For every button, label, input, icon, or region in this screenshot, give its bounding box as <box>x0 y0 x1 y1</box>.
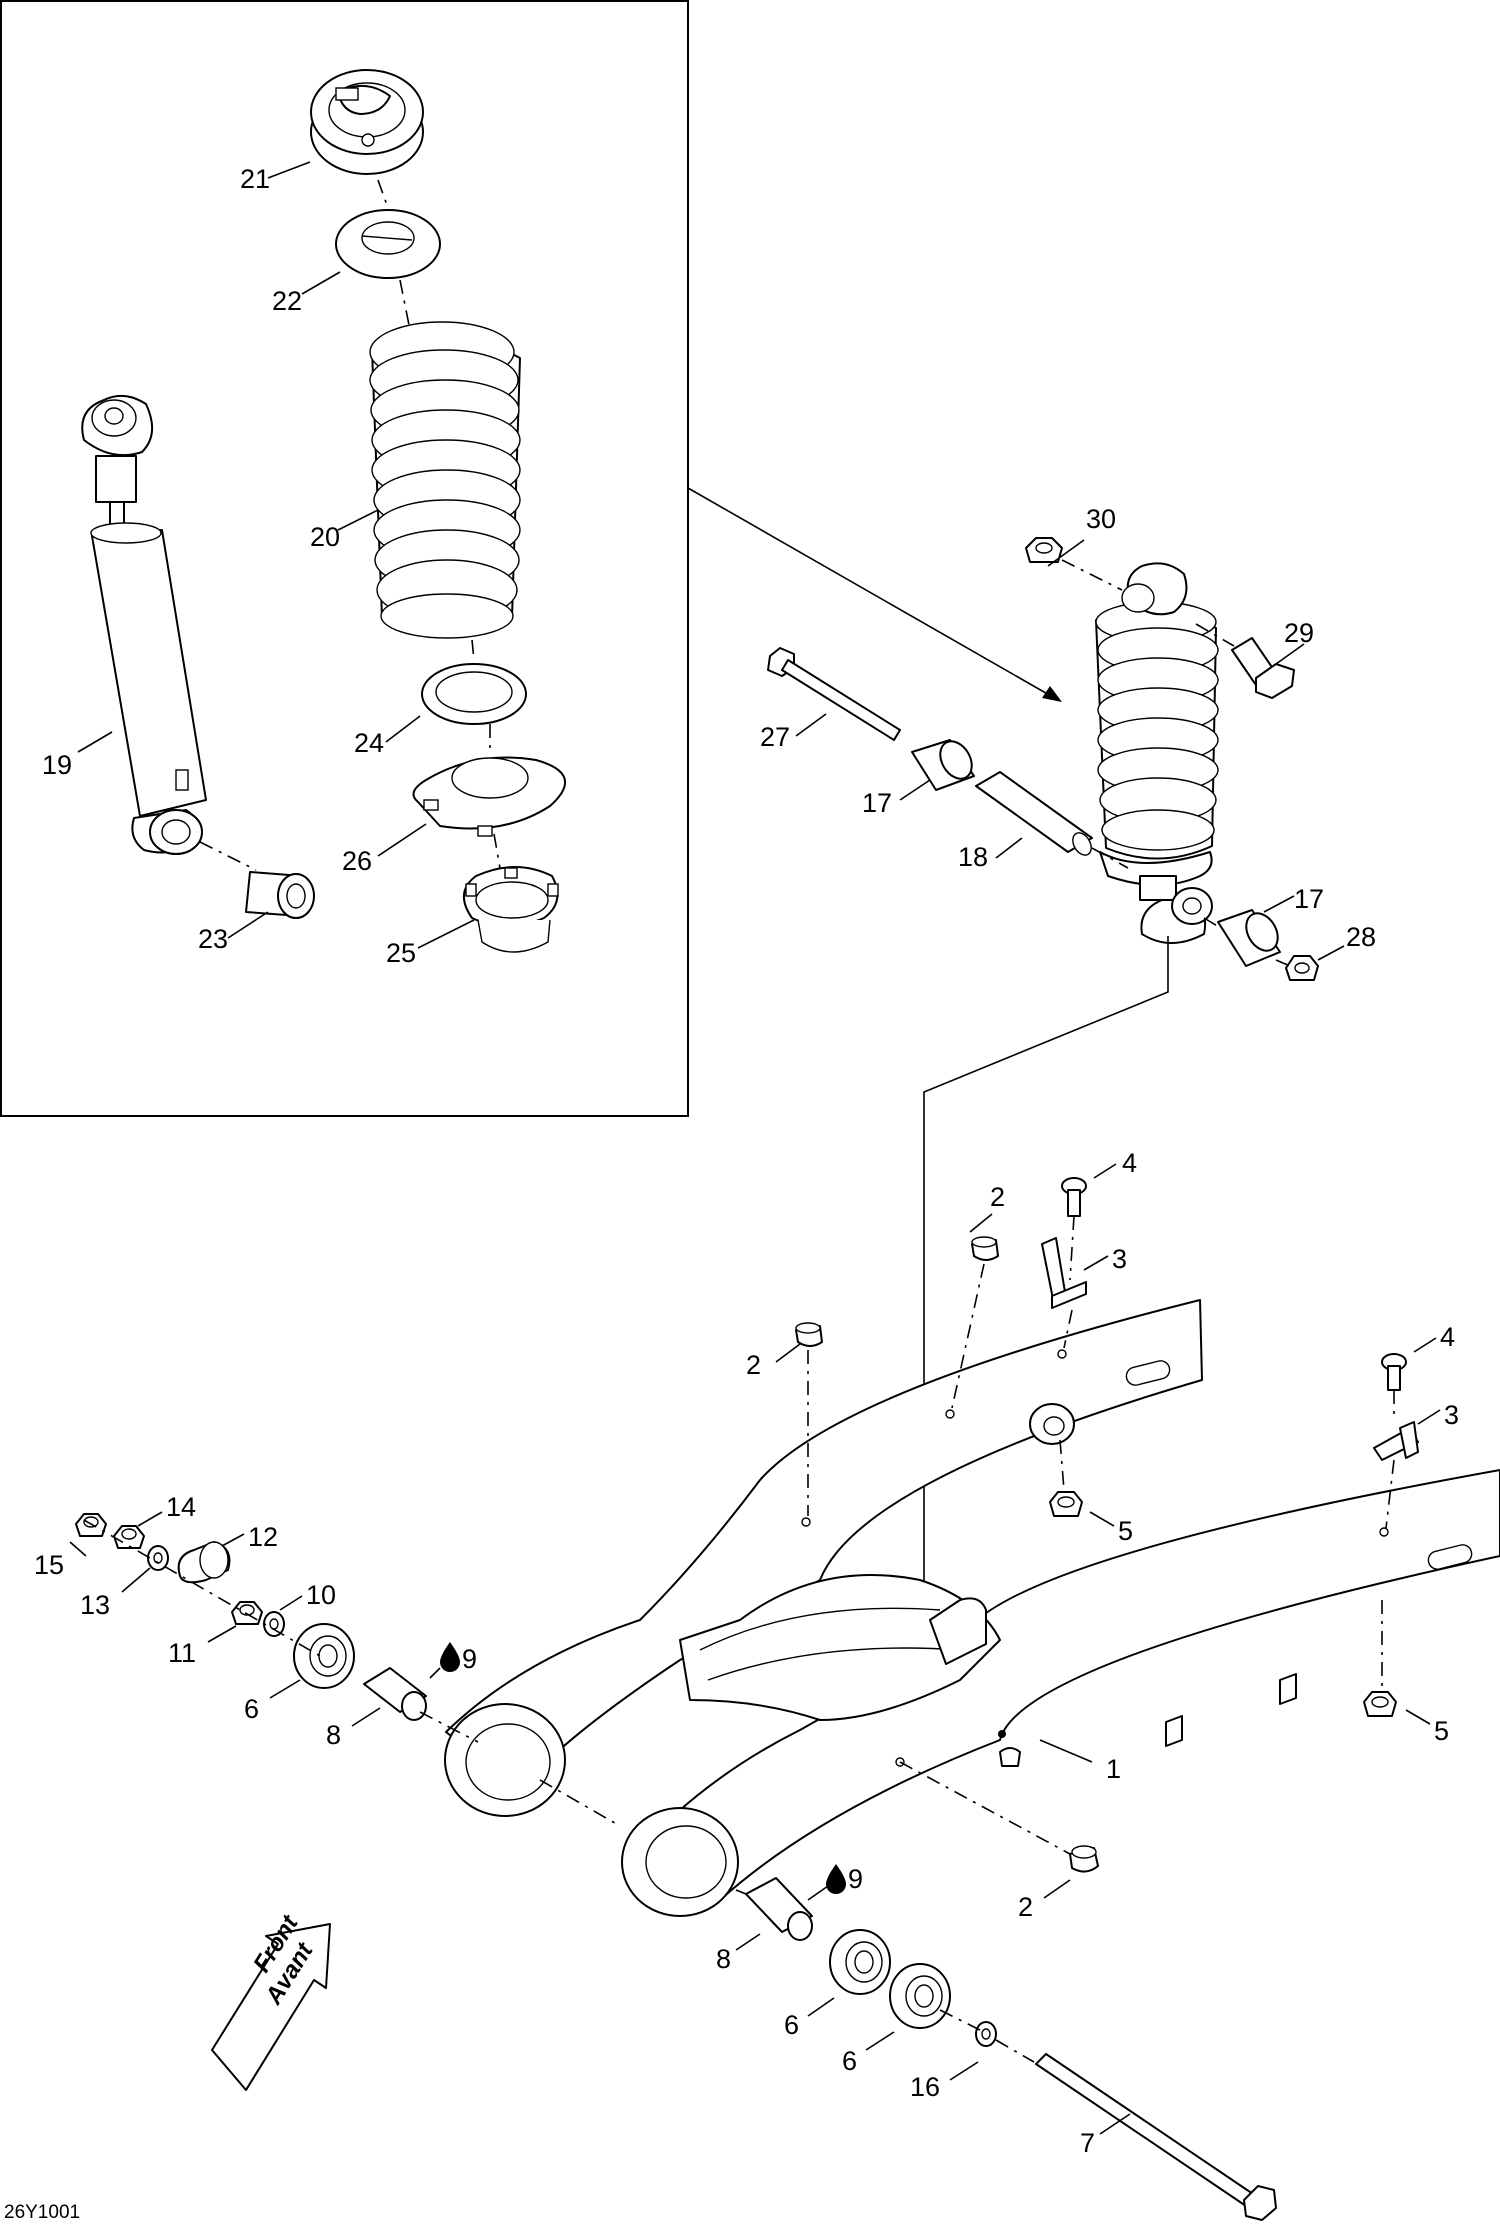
part-6-bearing-b[interactable] <box>829 1929 891 1995</box>
oil-drop-icon <box>440 1642 460 1672</box>
callout-labels: 21 22 20 19 24 26 23 25 30 29 27 17 18 1… <box>34 164 1459 2158</box>
assembled-shock[interactable] <box>1095 562 1219 944</box>
part-18-sleeve[interactable] <box>975 771 1095 858</box>
callout-27: 27 <box>760 722 790 752</box>
callout-5a: 5 <box>1118 1516 1133 1546</box>
callout-2b: 2 <box>746 1350 761 1380</box>
part-15-nut[interactable] <box>75 1513 107 1537</box>
callout-17b: 17 <box>1294 884 1324 914</box>
part-28-nut[interactable] <box>1285 955 1319 981</box>
callout-9b: 9 <box>848 1864 863 1894</box>
part-6-bearing-a[interactable] <box>293 1623 355 1689</box>
callout-21: 21 <box>240 164 270 194</box>
callout-16: 16 <box>910 2072 940 2102</box>
callout-7: 7 <box>1080 2128 1095 2158</box>
callout-28: 28 <box>1346 922 1376 952</box>
part-12-spacer[interactable] <box>177 1541 231 1584</box>
part-19-shock-absorber[interactable] <box>81 394 207 855</box>
drawing-code: 26Y1001 <box>4 2202 80 2223</box>
part-17-spacer-lower[interactable] <box>1217 908 1284 967</box>
callout-20: 20 <box>310 522 340 552</box>
part-17-spacer-upper[interactable] <box>911 736 978 791</box>
part-2-plug-a[interactable] <box>971 1236 999 1261</box>
callout-12: 12 <box>248 1522 278 1552</box>
callout-15: 15 <box>34 1550 64 1580</box>
part-6-bearing-c[interactable] <box>889 1963 951 2029</box>
part-1-swing-arm[interactable] <box>444 1299 1500 1917</box>
front-direction-arrow: Front Avant <box>211 1910 331 2091</box>
callout-10: 10 <box>306 1580 336 1610</box>
part-11-nut[interactable] <box>231 1601 263 1625</box>
callout-18: 18 <box>958 842 988 872</box>
part-25-lock-nut[interactable] <box>463 866 559 953</box>
part-20-coil-spring[interactable] <box>369 321 521 639</box>
part-21-spring-retainer[interactable] <box>310 69 424 175</box>
part-14-nut[interactable] <box>113 1525 145 1549</box>
callout-25: 25 <box>386 938 416 968</box>
part-4-screw-b[interactable] <box>1381 1353 1407 1391</box>
callout-30: 30 <box>1086 504 1116 534</box>
part-22-spring-washer[interactable] <box>335 209 441 279</box>
callout-8a: 8 <box>326 1720 341 1750</box>
callout-23: 23 <box>198 924 228 954</box>
callout-4a: 4 <box>1122 1148 1137 1178</box>
callout-17a: 17 <box>862 788 892 818</box>
callout-9a: 9 <box>462 1644 477 1674</box>
callout-22: 22 <box>272 286 302 316</box>
callout-4b: 4 <box>1440 1322 1455 1352</box>
part-13-washer[interactable] <box>147 1545 169 1571</box>
callout-2c: 2 <box>1018 1892 1033 1922</box>
part-2-plug-c[interactable] <box>1069 1845 1099 1873</box>
callout-26: 26 <box>342 846 372 876</box>
part-2-plug-b[interactable] <box>795 1322 823 1347</box>
part-30-nut[interactable] <box>1025 537 1063 563</box>
callout-1: 1 <box>1106 1754 1121 1784</box>
part-16-washer[interactable] <box>975 2021 997 2047</box>
callout-11: 11 <box>168 1638 196 1668</box>
callout-24: 24 <box>354 728 384 758</box>
callout-19: 19 <box>42 750 72 780</box>
callout-6b: 6 <box>784 2010 799 2040</box>
oil-drop-icon <box>826 1864 846 1894</box>
part-27-through-bolt[interactable] <box>767 647 901 741</box>
part-23-bushing[interactable] <box>245 871 315 919</box>
part-8-sleeve-b[interactable] <box>745 1877 813 1941</box>
part-10-washer[interactable] <box>263 1611 285 1637</box>
callout-13: 13 <box>80 1590 110 1620</box>
callout-29: 29 <box>1284 618 1314 648</box>
callout-8b: 8 <box>716 1944 731 1974</box>
callout-14: 14 <box>166 1492 196 1522</box>
part-5-nut-b[interactable] <box>1363 1691 1397 1717</box>
part-5-nut-a[interactable] <box>1049 1491 1083 1517</box>
part-4-screw-a[interactable] <box>1061 1177 1087 1217</box>
callout-3b: 3 <box>1444 1400 1459 1430</box>
part-26-spring-adjuster[interactable] <box>412 756 567 837</box>
callout-2a: 2 <box>990 1182 1005 1212</box>
part-3-bracket-b[interactable] <box>1373 1421 1419 1461</box>
part-24-seal-ring[interactable] <box>421 663 527 725</box>
part-8-sleeve-a[interactable] <box>363 1667 427 1721</box>
shock-detail-frame <box>0 0 689 1117</box>
part-7-pivot-bolt[interactable] <box>1035 2053 1277 2221</box>
callout-3a: 3 <box>1112 1244 1127 1274</box>
callout-6a: 6 <box>244 1694 259 1724</box>
part-3-bracket-a[interactable] <box>1041 1237 1087 1309</box>
callout-6c: 6 <box>842 2046 857 2076</box>
callout-5b: 5 <box>1434 1716 1449 1746</box>
